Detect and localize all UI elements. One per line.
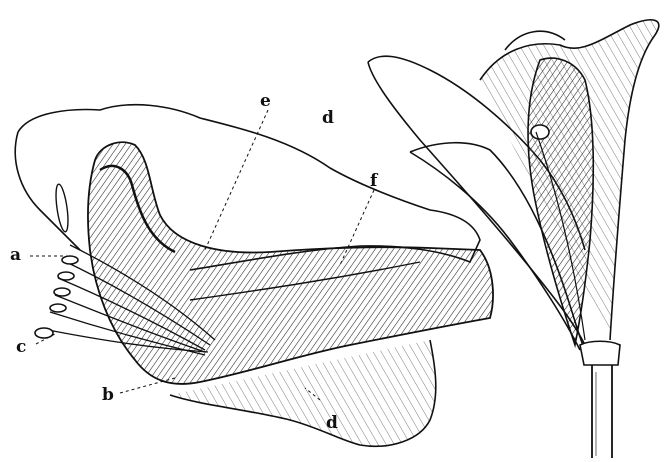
label-e: e <box>260 91 271 111</box>
dissected-flower-drawing <box>15 105 493 447</box>
label-d-lower: d <box>326 413 338 433</box>
label-d-upper: d <box>322 108 334 128</box>
label-f: f <box>370 171 379 191</box>
label-a: a <box>10 245 21 265</box>
label-b: b <box>102 385 114 405</box>
label-c: c <box>16 337 26 357</box>
